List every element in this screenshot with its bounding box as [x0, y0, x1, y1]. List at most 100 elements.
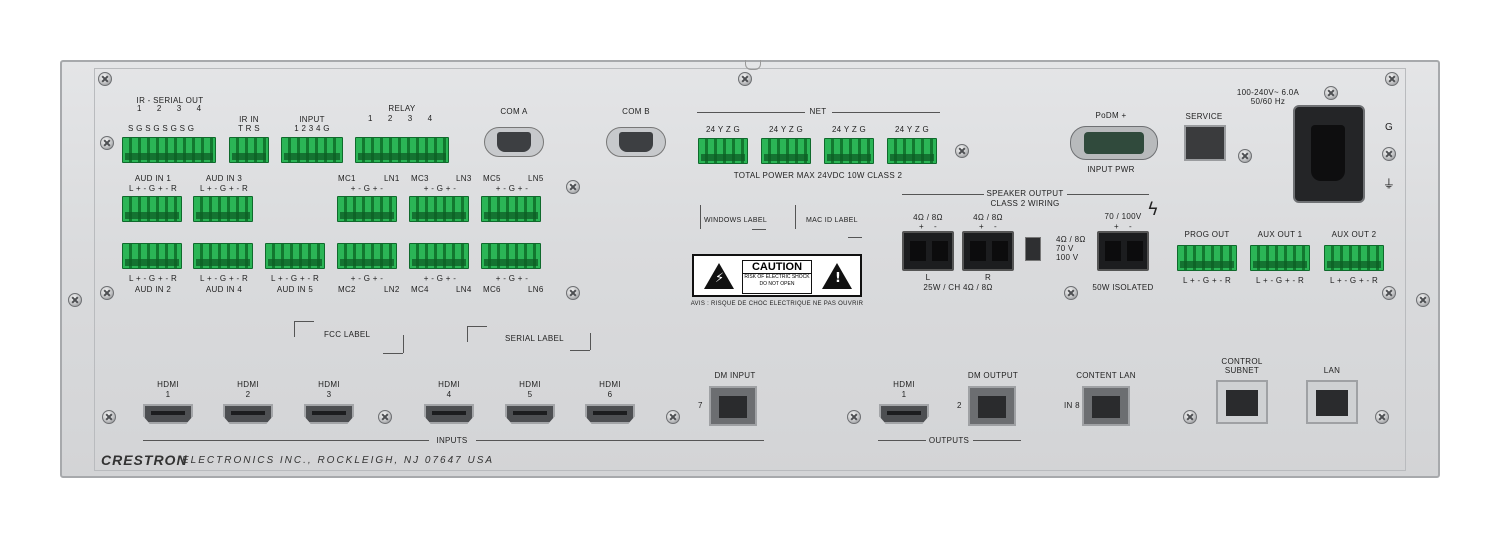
- aud-in-3-title: AUD IN 3: [205, 174, 243, 183]
- hdmi-input-3-port[interactable]: [304, 404, 354, 424]
- prog-out-terminal[interactable]: [1177, 245, 1237, 271]
- outputs-label: OUTPUTS: [928, 436, 970, 445]
- relay-terminal[interactable]: [355, 137, 449, 163]
- screw-icon: [566, 180, 580, 194]
- serial-label-mark: [467, 326, 468, 342]
- manufacturer-address: ELECTRONICS INC., ROCKLEIGH, NJ 07647 US…: [182, 455, 495, 466]
- speaker-70-100v-label: 70 / 100V: [1104, 212, 1142, 221]
- speaker-isolated-polarity: + -: [1113, 222, 1133, 231]
- net-terminal-2[interactable]: [761, 138, 811, 164]
- relay-numbers: 1 2 3 4: [368, 114, 433, 123]
- service-label: SERVICE: [1185, 112, 1223, 121]
- caution-text-box: CAUTION RISK OF ELECTRIC SHOCK DO NOT OP…: [742, 260, 812, 294]
- hdmi-input-2-port[interactable]: [223, 404, 273, 424]
- aud-in-1-terminal[interactable]: [122, 196, 182, 222]
- dm-input-port[interactable]: [709, 386, 757, 426]
- hdmi-in-5-num: 5: [527, 390, 533, 399]
- mic-6-terminal[interactable]: [481, 243, 541, 269]
- panel-top-notch: [745, 60, 761, 70]
- content-lan-port[interactable]: [1082, 386, 1130, 426]
- screw-icon: [1375, 410, 1389, 424]
- screw-icon: [1183, 410, 1197, 424]
- podm-input-pwr-label: INPUT PWR: [1087, 165, 1135, 174]
- net-pins-3: 24 Y Z G: [831, 125, 867, 134]
- ir-serial-out-pins: S G S G S G S G: [128, 124, 195, 133]
- speaker-bracket-right: [1067, 194, 1149, 195]
- input-title: INPUT: [299, 115, 325, 124]
- speaker-r-label: R: [984, 273, 992, 282]
- ln6-label: LN6: [528, 285, 544, 294]
- aud-in-5-title: AUD IN 5: [276, 285, 314, 294]
- mic-1-terminal[interactable]: [337, 196, 397, 222]
- mic-5-terminal[interactable]: [481, 196, 541, 222]
- aud-in-4-terminal[interactable]: [193, 243, 253, 269]
- aud-in-4-pins: L + - G + - R: [199, 274, 249, 283]
- aux-out-1-terminal[interactable]: [1250, 245, 1310, 271]
- speaker-r-polarity: + -: [978, 222, 998, 231]
- switch-option-100v: 100 V: [1056, 253, 1079, 262]
- lan-port[interactable]: [1306, 380, 1358, 424]
- fcc-label-mark: [383, 353, 403, 354]
- ln1-label: LN1: [384, 174, 400, 183]
- hdmi-out-1-title: HDMI: [893, 380, 915, 389]
- screw-icon: [100, 136, 114, 150]
- com-b-port[interactable]: [606, 127, 666, 157]
- podm-input-power-connector[interactable]: [1070, 126, 1158, 160]
- mic-3-terminal[interactable]: [409, 196, 469, 222]
- ir-in-terminal[interactable]: [229, 137, 269, 163]
- speaker-output-l-connector[interactable]: [902, 231, 954, 271]
- mic-1-pins: + - G + -: [350, 184, 384, 193]
- hdmi-input-6-port[interactable]: [585, 404, 635, 424]
- aud-in-3-terminal[interactable]: [193, 196, 253, 222]
- net-bracket-left: [697, 112, 805, 113]
- speaker-output-70-100v-connector[interactable]: [1097, 231, 1149, 271]
- mic-4-terminal[interactable]: [409, 243, 469, 269]
- prog-out-pins: L + - G + - R: [1182, 276, 1232, 285]
- hdmi-input-5-port[interactable]: [505, 404, 555, 424]
- net-terminal-1[interactable]: [698, 138, 748, 164]
- ac-power-inlet[interactable]: [1293, 105, 1365, 203]
- aud-in-4-title: AUD IN 4: [205, 285, 243, 294]
- impedance-select-switch[interactable]: [1025, 237, 1041, 261]
- screw-icon: [566, 286, 580, 300]
- net-terminal-4[interactable]: [887, 138, 937, 164]
- ir-serial-out-terminal[interactable]: [122, 137, 216, 163]
- com-a-port[interactable]: [484, 127, 544, 157]
- hdmi-output-1-port[interactable]: [879, 404, 929, 424]
- speaker-r-ohm: 4Ω / 8Ω: [973, 213, 1003, 222]
- mic-2-terminal[interactable]: [337, 243, 397, 269]
- fcc-label-mark: [294, 321, 314, 322]
- screw-icon: [1382, 286, 1396, 300]
- input-terminal[interactable]: [281, 137, 343, 163]
- ir-serial-out-numbers: 1 2 3 4: [137, 104, 202, 113]
- caution-title: CAUTION: [743, 261, 811, 274]
- outputs-bracket-left: [878, 440, 926, 441]
- caution-warning-label: ⚡ CAUTION RISK OF ELECTRIC SHOCK DO NOT …: [692, 254, 862, 297]
- dm-input-num: 7: [698, 401, 703, 410]
- speaker-output-r-connector[interactable]: [962, 231, 1014, 271]
- aud-in-2-terminal[interactable]: [122, 243, 182, 269]
- aud-in-5-terminal[interactable]: [265, 243, 325, 269]
- screw-icon: [1238, 149, 1252, 163]
- net-terminal-3[interactable]: [824, 138, 874, 164]
- power-rating: 100-240V~ 6.0A 50/60 Hz: [1236, 88, 1300, 106]
- control-subnet-port[interactable]: [1216, 380, 1268, 424]
- hdmi-input-4-port[interactable]: [424, 404, 474, 424]
- dm-output-port[interactable]: [968, 386, 1016, 426]
- input-pins: 1 2 3 4 G: [294, 124, 330, 133]
- net-title: NET: [809, 107, 827, 116]
- speaker-l-polarity: + -: [918, 222, 938, 231]
- aux-out-2-terminal[interactable]: [1324, 245, 1384, 271]
- hdmi-input-1-port[interactable]: [143, 404, 193, 424]
- control-subnet-title: CONTROL SUBNET: [1221, 357, 1263, 375]
- electric-shock-warning-icon: ⚡: [704, 263, 734, 289]
- inputs-label: INPUTS: [436, 436, 468, 445]
- fcc-label-mark: [294, 321, 295, 337]
- ir-in-title: IR IN: [239, 115, 259, 124]
- mc5-label: MC5: [483, 174, 501, 183]
- service-usb-port[interactable]: [1184, 125, 1226, 161]
- aud-in-1-title: AUD IN 1: [134, 174, 172, 183]
- dm-input-title: DM INPUT: [714, 371, 756, 380]
- hdmi-in-1-num: 1: [165, 390, 171, 399]
- hdmi-in-3-num: 3: [326, 390, 332, 399]
